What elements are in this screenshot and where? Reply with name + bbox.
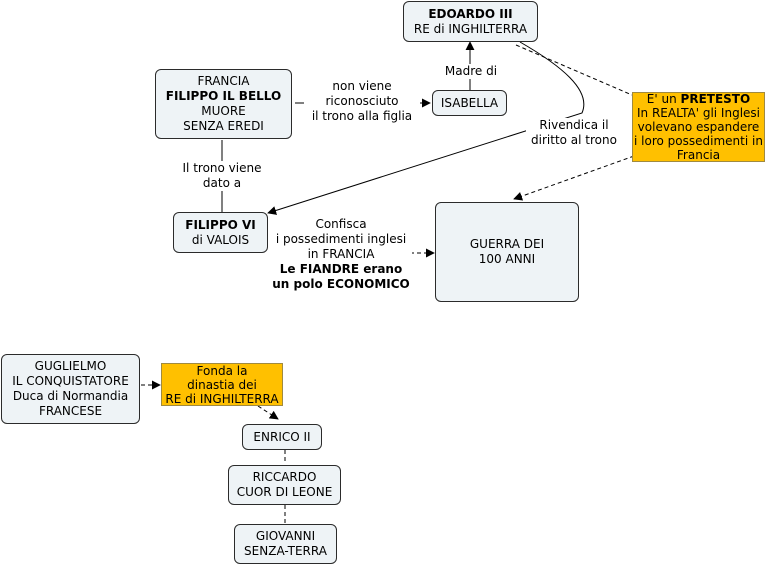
note-fonda-line1: Fonda la [196, 363, 248, 378]
node-filippo-vi: FILIPPO VI di VALOIS [173, 212, 268, 253]
node-riccardo: RICCARDO CUOR DI LEONE [228, 465, 341, 505]
node-guerra-line1: GUERRA DEI [469, 237, 545, 251]
note-pretesto: E' un PRETESTO In REALTA' gli Inglesi vo… [632, 92, 765, 162]
node-filippo-vi-house: di VALOIS [191, 232, 250, 247]
label-non-viene: non viene riconosciuto il trono alla fig… [304, 79, 420, 124]
node-giovanni-line2: SENZA-TERRA [244, 544, 327, 558]
node-isabella-label: ISABELLA [440, 95, 499, 110]
node-riccardo-line1: RICCARDO [252, 470, 317, 484]
label-non-viene-line1: non viene [332, 79, 392, 93]
note-pretesto-line2: In REALTA' gli Inglesi [636, 106, 760, 120]
note-fonda-line3: RE di INGHILTERRA [165, 391, 279, 406]
node-francia: FRANCIA FILIPPO IL BELLO MUORE SENZA ERE… [155, 69, 292, 139]
node-francia-line4: SENZA EREDI [183, 119, 264, 133]
label-rivendica-line2: diritto al trono [531, 133, 617, 147]
node-guglielmo-line4: FRANCESE [38, 404, 103, 418]
node-guglielmo-line3: Duca di Normandia [12, 389, 129, 403]
label-madre-di: Madre di [442, 64, 500, 79]
node-francia-line1: FRANCIA [197, 74, 250, 88]
label-non-viene-line2: riconosciuto [325, 94, 399, 108]
label-non-viene-line3: il trono alla figlia [311, 109, 413, 123]
node-giovanni-line1: GIOVANNI [255, 529, 316, 543]
label-confisca: Confisca i possedimenti inglesi in FRANC… [270, 217, 412, 292]
node-guerra-100-anni: GUERRA DEI 100 ANNI [435, 202, 579, 302]
label-madre-di-text: Madre di [444, 64, 498, 78]
label-trono-line2: dato a [202, 176, 242, 190]
note-pretesto-line1: E' un PRETESTO [647, 92, 750, 106]
label-confisca-line2: i possedimenti inglesi [275, 232, 407, 246]
node-guerra-line2: 100 ANNI [478, 252, 536, 266]
node-guglielmo-line1: GUGLIELMO [34, 359, 107, 373]
node-enrico-ii: ENRICO II [242, 424, 322, 450]
node-filippo-vi-name: FILIPPO VI [185, 217, 256, 232]
node-edoardo-iii: EDOARDO III RE di INGHILTERRA [403, 1, 538, 42]
label-confisca-line3: in FRANCIA [307, 247, 375, 261]
label-rivendica-line1: Rivendica il [539, 118, 609, 132]
node-francia-line3: MUORE [201, 104, 246, 118]
note-pretesto-line5: Francia [676, 148, 721, 162]
node-francia-line2: FILIPPO IL BELLO [165, 89, 282, 103]
note-pretesto-line4: i loro possedimenti in [634, 134, 763, 148]
node-enrico-label: ENRICO II [253, 429, 311, 444]
note-fonda-line2: dinastia dei [187, 377, 257, 392]
node-edoardo-title: RE di INGHILTERRA [413, 21, 528, 36]
note-pretesto-prefix: E' un [646, 92, 681, 106]
node-giovanni: GIOVANNI SENZA-TERRA [234, 524, 337, 564]
label-rivendica: Rivendica il diritto al trono [526, 118, 622, 148]
node-guglielmo-line2: IL CONQUISTATORE [12, 374, 129, 388]
label-trono-dato: Il trono viene dato a [175, 161, 269, 191]
note-fonda-dinastia: Fonda la dinastia dei RE di INGHILTERRA [161, 363, 283, 406]
node-edoardo-name: EDOARDO III [428, 6, 513, 21]
note-pretesto-line3: volevano espandere [637, 120, 760, 134]
label-confisca-line5: un polo ECONOMICO [272, 277, 410, 291]
node-riccardo-line2: CUOR DI LEONE [236, 485, 333, 499]
node-isabella: ISABELLA [432, 90, 507, 116]
label-confisca-line1: Confisca [315, 217, 367, 231]
label-trono-line1: Il trono viene [182, 161, 262, 175]
node-guglielmo: GUGLIELMO IL CONQUISTATORE Duca di Norma… [1, 354, 140, 424]
label-confisca-line4: Le FIANDRE erano [279, 262, 403, 276]
note-pretesto-bold: PRETESTO [680, 92, 751, 106]
